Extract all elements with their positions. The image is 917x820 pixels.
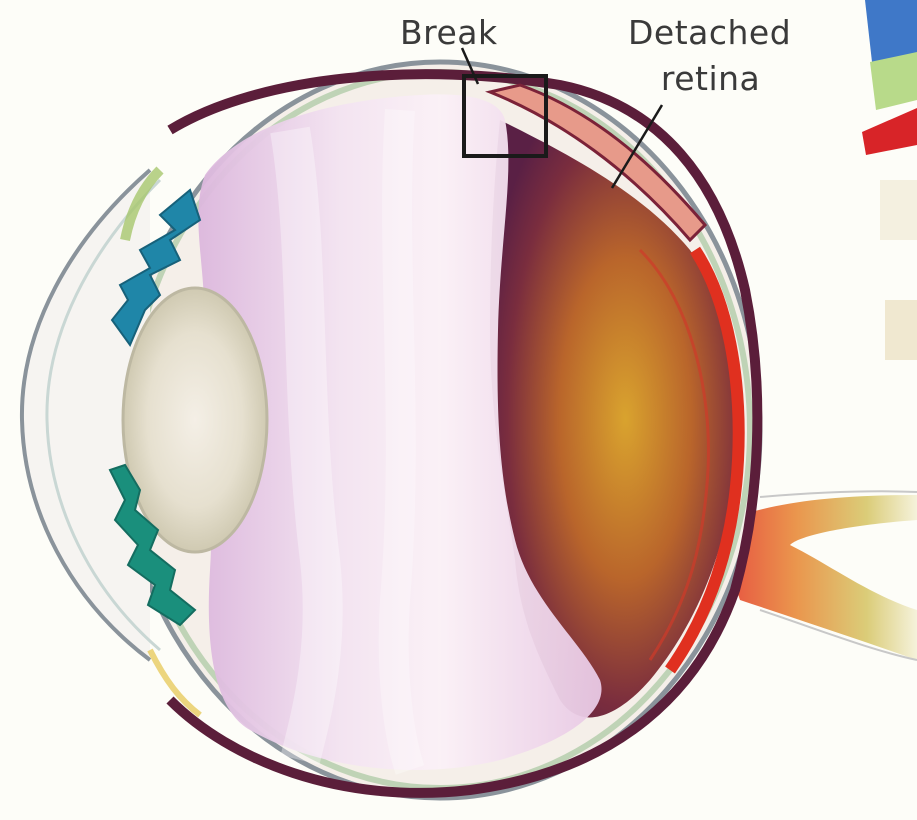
label-detached-retina: Detached retina	[628, 14, 791, 98]
corner-decoration	[862, 0, 917, 360]
label-detached-line1: Detached	[628, 14, 791, 52]
label-break: Break	[400, 14, 498, 52]
lens	[123, 288, 267, 552]
label-detached-line2: retina	[628, 60, 791, 98]
